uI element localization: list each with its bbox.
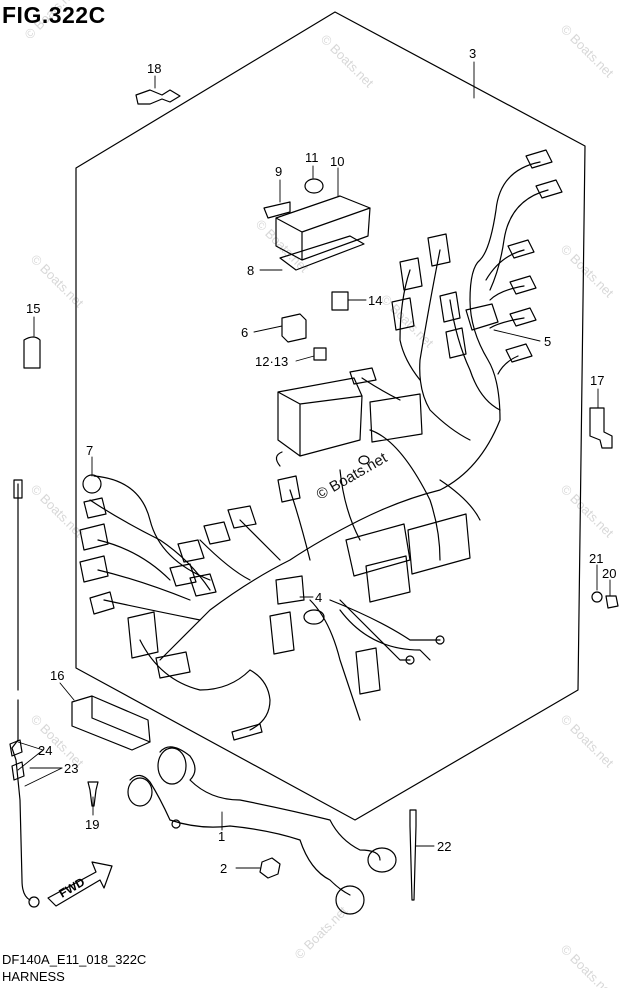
figure-code: DF140A_E11_018_322C <box>2 952 147 967</box>
callout-17: 17 <box>590 373 604 388</box>
bracket-9 <box>263 201 291 219</box>
watermark-text: © Boats.net <box>378 292 437 351</box>
nut-20 <box>605 595 619 609</box>
callout-4: 4 <box>315 590 322 605</box>
terminal-1 <box>171 819 181 829</box>
fuse-12-13 <box>313 347 327 361</box>
callout-12-13: 12·13 <box>255 354 288 369</box>
callout-15: 15 <box>26 301 40 316</box>
connector-23 <box>9 739 25 781</box>
boot-1b <box>127 777 153 807</box>
base-16 <box>71 695 151 751</box>
callout-1: 1 <box>218 829 225 844</box>
grommet-11 <box>304 178 324 194</box>
watermark-layer: © Boats.net © Boats.net © Boats.net © Bo… <box>22 0 617 988</box>
cable-24 <box>11 479 31 901</box>
callout-16: 16 <box>50 668 64 683</box>
relay-cover-10 <box>275 195 371 261</box>
callout-21: 21 <box>589 551 603 566</box>
callout-19: 19 <box>85 817 99 832</box>
callout-10: 10 <box>330 154 344 169</box>
watermark-text: © Boats.net <box>558 22 617 81</box>
watermark-text: © Boats.net <box>28 482 87 541</box>
watermark-text: © Boats.net <box>558 242 617 301</box>
terminal-24 <box>28 896 40 908</box>
harness-3 <box>89 161 549 731</box>
boot-1d <box>335 885 365 915</box>
watermark-text: © Boats.net <box>558 482 617 541</box>
callout-6: 6 <box>241 325 248 340</box>
gasket-8 <box>279 235 365 271</box>
callout-22: 22 <box>437 839 451 854</box>
boot-1a <box>157 747 187 785</box>
callout-24: 24 <box>38 743 52 758</box>
figure-title: FIG.322C <box>2 2 106 28</box>
callout-8: 8 <box>247 263 254 278</box>
bracket-17 <box>589 407 613 449</box>
boot-1c <box>367 847 397 873</box>
callout-18: 18 <box>147 61 161 76</box>
callout-3: 3 <box>469 46 476 61</box>
assembly-outline <box>75 11 586 821</box>
callout-14: 14 <box>368 293 382 308</box>
leader-lines <box>17 61 611 869</box>
relay-6 <box>281 313 307 343</box>
callout-11: 11 <box>305 150 319 165</box>
watermark-text: © Boats.net <box>558 942 617 988</box>
callout-20: 20 <box>602 566 616 581</box>
callout-5: 5 <box>544 334 551 349</box>
callout-23: 23 <box>64 761 78 776</box>
watermark-text: © Boats.net <box>318 32 377 91</box>
fwd-arrow: FWD <box>47 861 113 907</box>
figure-name: HARNESS <box>2 969 65 984</box>
fuse-14 <box>331 291 349 311</box>
cap-15 <box>23 336 41 369</box>
clip-18 <box>135 89 181 105</box>
cable-tie-22 <box>409 809 417 901</box>
cable-1 <box>129 746 381 896</box>
callout-7: 7 <box>86 443 93 458</box>
washer-21 <box>591 591 603 603</box>
callout-9: 9 <box>275 164 282 179</box>
callout-2: 2 <box>220 861 227 876</box>
nut-2 <box>259 857 281 879</box>
screw-19 <box>87 781 99 807</box>
watermark-main: © Boats.net <box>314 449 391 503</box>
watermark-text: © Boats.net <box>558 712 617 771</box>
callouts: 1 2 3 4 5 6 7 8 9 10 11 12·13 14 15 16 1… <box>26 46 616 876</box>
harness-connectors <box>79 149 563 741</box>
